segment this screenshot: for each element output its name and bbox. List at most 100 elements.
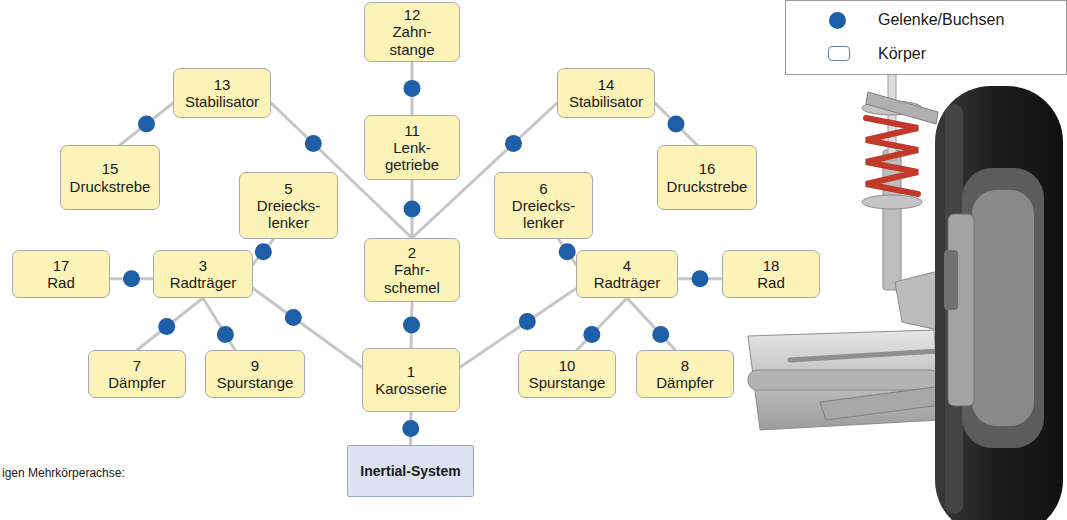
joint-connector [402,412,419,445]
joint-connector [110,270,153,287]
part-name: Inertial-System [360,463,460,479]
connector-line [203,298,235,350]
joint-connector [253,239,274,264]
part-box: 1Karosserie [362,348,460,412]
joint-connector [137,298,203,350]
inertial-box: Inertial-System [347,445,474,497]
part-box: 5Dreiecks- lenker [239,172,338,239]
caption-fragment: igen Mehrkörperachse: [2,466,125,480]
connector-line [655,103,697,145]
part-name: Spurstange [529,374,606,391]
joint-dot [255,243,272,260]
legend-text: Gelenke/Buchsen [878,10,1004,29]
callout-number: 16 [699,160,716,177]
joint-dot [692,270,709,287]
part-box: 18Rad [722,250,820,298]
part-box: 3Radträger [153,250,253,298]
callout-number: 18 [763,257,780,274]
spring-seat [862,195,922,209]
brake-caliper [944,250,958,310]
callout-number: 11 [404,122,420,139]
part-name: Druckstrebe [70,178,151,195]
part-box: 2Fahr- schemel [364,238,460,302]
callout-number: 9 [251,357,259,374]
part-box: 15Druckstrebe [60,145,160,210]
callout-number: 2 [408,244,416,261]
joint-dot [217,326,234,343]
joint-connector [558,239,576,264]
joint-dot [404,201,421,218]
joint-dot [305,135,322,152]
part-name: Zahn- stange [381,23,443,58]
part-name: Radträger [170,274,237,291]
joint-dot [583,326,600,343]
part-name: Stabilisator [569,93,643,110]
callout-number: 13 [214,76,231,93]
connector-line [120,103,173,145]
joint-dot [123,270,140,287]
joint-connector [655,103,697,145]
part-name: Radträger [594,274,661,291]
connector-line [253,239,274,264]
joint-connector [577,298,627,350]
callout-number: 7 [133,357,141,374]
joint-connector [404,180,421,238]
callout-number: 6 [539,180,547,197]
connector-line [137,298,203,350]
upper-arm [866,92,938,124]
joint-dot [505,135,522,152]
part-name: Dämpfer [656,374,714,391]
joint-dot [404,80,421,97]
part-box: 7Dämpfer [88,350,186,398]
part-box: 9Spurstange [205,350,305,398]
steering-rack [748,370,940,390]
rim-face [972,190,1034,426]
joint-connector [627,298,675,350]
part-box: 6Dreiecks- lenker [494,172,593,239]
body-swatch [828,46,850,61]
part-box: 14Stabilisator [557,68,655,118]
callout-number: 8 [681,357,689,374]
coil-spring [866,118,918,194]
joint-connector [404,62,421,115]
joint-connector [120,103,173,145]
tie-rod [790,350,955,360]
part-name: Fahr- schemel [379,261,445,296]
callout-number: 3 [199,257,207,274]
part-box: 4Radträger [576,250,678,298]
joint-dot [652,326,669,343]
connector-line [577,298,627,350]
part-box: 16Druckstrebe [657,145,757,210]
joint-connector [678,270,722,287]
joint-swatch [829,12,846,29]
connector-line [627,298,675,350]
joint-dot [158,318,175,335]
part-box: 12Zahn- stange [364,2,460,62]
joint-dot [138,116,155,133]
joint-dot [519,313,536,330]
callout-number: 15 [102,160,119,177]
part-name: Spurstange [217,374,294,391]
part-name: Dreiecks- lenker [248,197,330,232]
joint-dot [403,317,420,334]
part-box: 8Dämpfer [636,350,734,398]
part-name: Dämpfer [108,374,166,391]
callout-number: 17 [53,257,70,274]
callout-number: 14 [598,76,615,93]
joint-connector [203,298,235,350]
part-box: 17Rad [12,250,110,298]
part-name: Karosserie [375,380,447,397]
joint-dot [402,420,419,437]
callout-number: 1 [407,363,415,380]
callout-number: 12 [404,6,421,23]
joint-dot [559,243,576,260]
part-name: Rad [757,274,785,291]
tire [935,86,1063,520]
part-box: 13Stabilisator [173,68,271,118]
legend-text: Körper [878,44,926,63]
callout-number: 5 [284,180,292,197]
joint-dot [285,309,302,326]
part-name: Rad [47,274,75,291]
joint-connector [403,302,420,348]
part-box: 10Spurstange [518,350,616,398]
